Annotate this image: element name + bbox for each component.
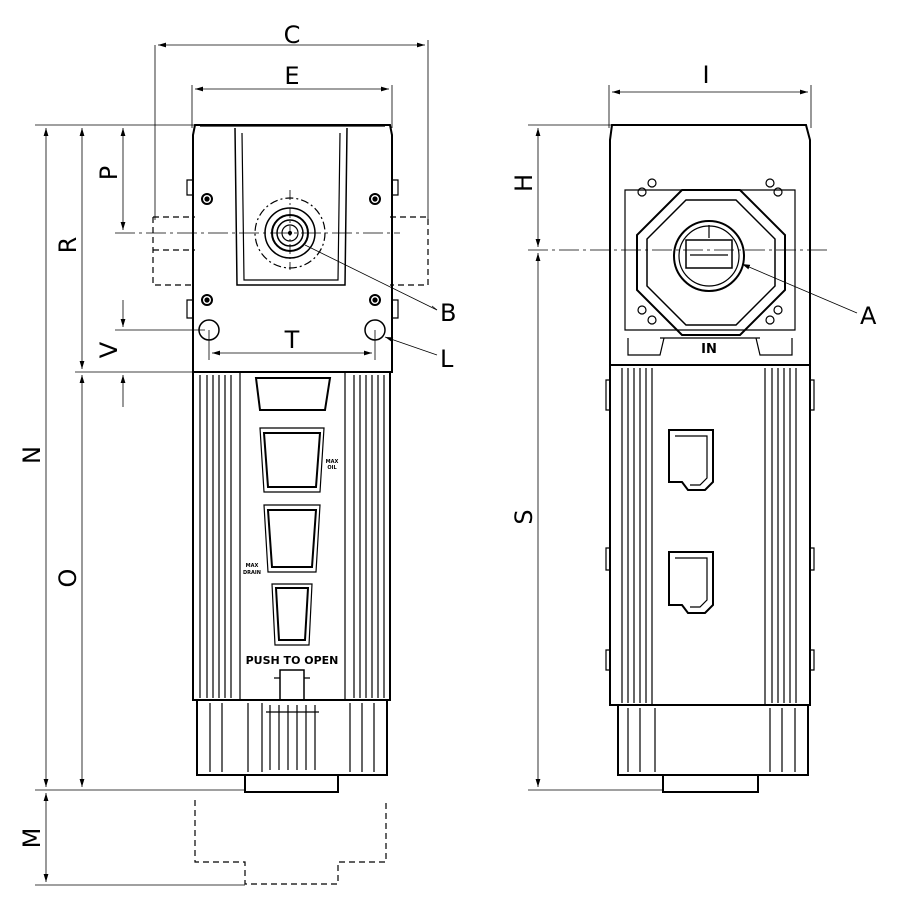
dim-label-S: S [510,509,538,524]
dim-label-N: N [18,446,46,464]
front-view [115,124,429,885]
side-head-block [609,124,811,366]
bracket-outline [152,216,429,286]
dim-label-H: H [510,174,538,192]
head-block [192,124,393,373]
max-oil-label-1: MAX [326,459,339,465]
side-window-upper [668,429,714,491]
dim-label-V: V [95,341,123,358]
dim-label-M: M [18,828,46,849]
side-dimensions [528,85,858,791]
dim-label-O: O [54,569,82,588]
callout-L: L [440,345,454,373]
front-dimensions [35,40,438,886]
max-drain-label-2: DRAIN [243,570,261,576]
max-oil-label-2: OIL [327,465,337,471]
in-port-label: IN [701,342,717,357]
callout-A: A [860,302,877,330]
dim-label-I: I [702,61,709,89]
inlet-port [673,220,745,292]
drain-ring [196,699,388,793]
dim-label-R: R [54,237,82,254]
side-window-lower [668,551,714,614]
drain-button[interactable] [279,669,305,701]
filter-bowl [192,372,391,701]
flange-screws [637,178,783,325]
dim-label-E: E [284,62,299,90]
sight-window-top [254,377,332,411]
dim-label-P: P [95,166,123,180]
dim-label-T: T [284,326,300,354]
side-view [528,124,830,793]
head-screws [201,193,381,306]
port-flange [636,189,786,336]
max-drain-label-1: MAX [246,563,259,569]
removal-clearance [194,800,387,885]
push-to-open-label: PUSH TO OPEN [246,654,339,667]
dim-label-C: C [284,21,301,49]
callout-B: B [440,299,456,327]
